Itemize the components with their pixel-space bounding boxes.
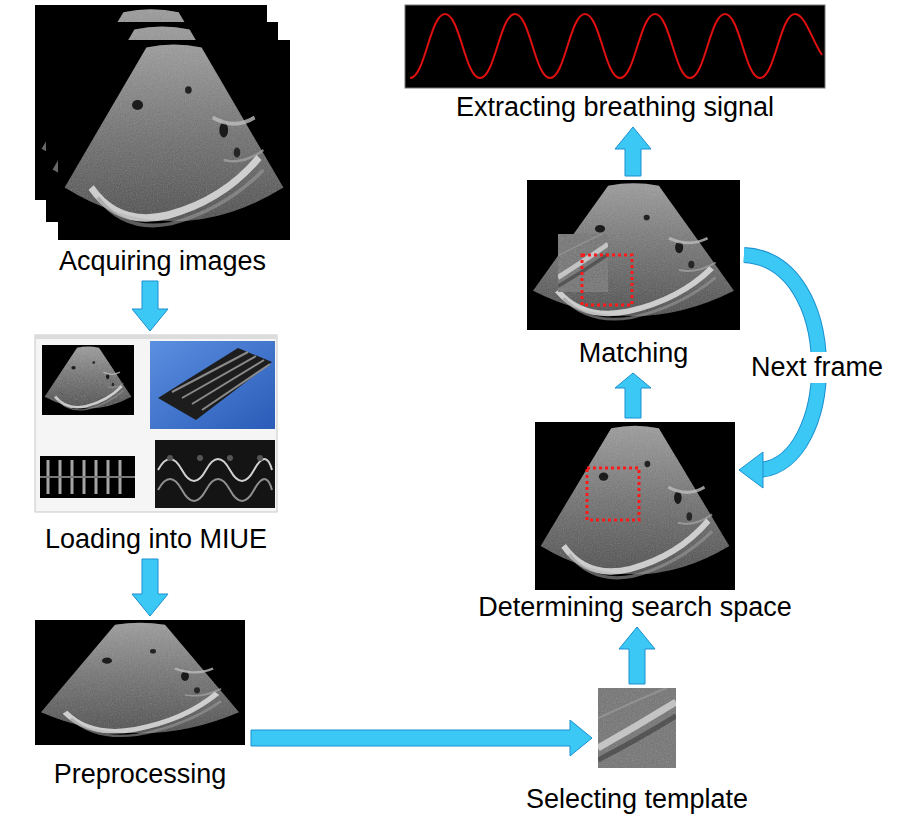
step-caption: Preprocessing [54, 759, 227, 790]
matching-image [527, 180, 740, 330]
step-caption: Acquiring images [59, 246, 266, 277]
image-node: Loading into MIUE [35, 335, 277, 512]
software-screenshot [35, 335, 277, 512]
ultrasound-image [535, 422, 735, 590]
image-node: Selecting template [598, 688, 676, 768]
m-mode-view [40, 456, 135, 498]
flow-arrow [132, 559, 168, 616]
window-frame [35, 335, 277, 512]
flow-arrow [615, 373, 651, 418]
image-node: Matching [527, 180, 740, 330]
arrow-head [739, 452, 763, 488]
flow-arrow [251, 720, 592, 756]
edge-label: Next frame [748, 352, 886, 383]
image-node: Acquiring images [35, 5, 290, 240]
volume-slice [158, 348, 272, 420]
ultrasound-view [42, 345, 134, 415]
3d-view [150, 341, 275, 429]
m-mode-view [155, 440, 275, 508]
search-space-image [535, 422, 735, 590]
image-node: Extracting breathing signal [405, 5, 825, 88]
plot-background [405, 5, 825, 88]
slice-lines [172, 352, 270, 410]
flow-arrow [615, 127, 651, 176]
step-caption: Extracting breathing signal [456, 92, 774, 123]
ultrasound-image [527, 180, 740, 330]
step-caption: Selecting template [526, 784, 748, 815]
step-caption: Loading into MIUE [45, 524, 267, 555]
ultrasound-image [35, 620, 245, 745]
step-caption: Determining search space [478, 592, 792, 623]
image-stack [35, 5, 290, 240]
window-bar [35, 335, 277, 339]
template-patch [598, 684, 676, 768]
search-box [582, 255, 632, 305]
breathing-signal-plot [405, 5, 825, 88]
signal-curve [410, 14, 822, 78]
ultrasound-frame [58, 40, 290, 240]
step-caption: Matching [579, 338, 689, 369]
flow-arrow [619, 627, 655, 684]
search-box [587, 468, 639, 520]
image-node: Determining search space [535, 422, 735, 590]
image-node: Preprocessing [35, 620, 245, 745]
flow-arrow [132, 281, 168, 331]
